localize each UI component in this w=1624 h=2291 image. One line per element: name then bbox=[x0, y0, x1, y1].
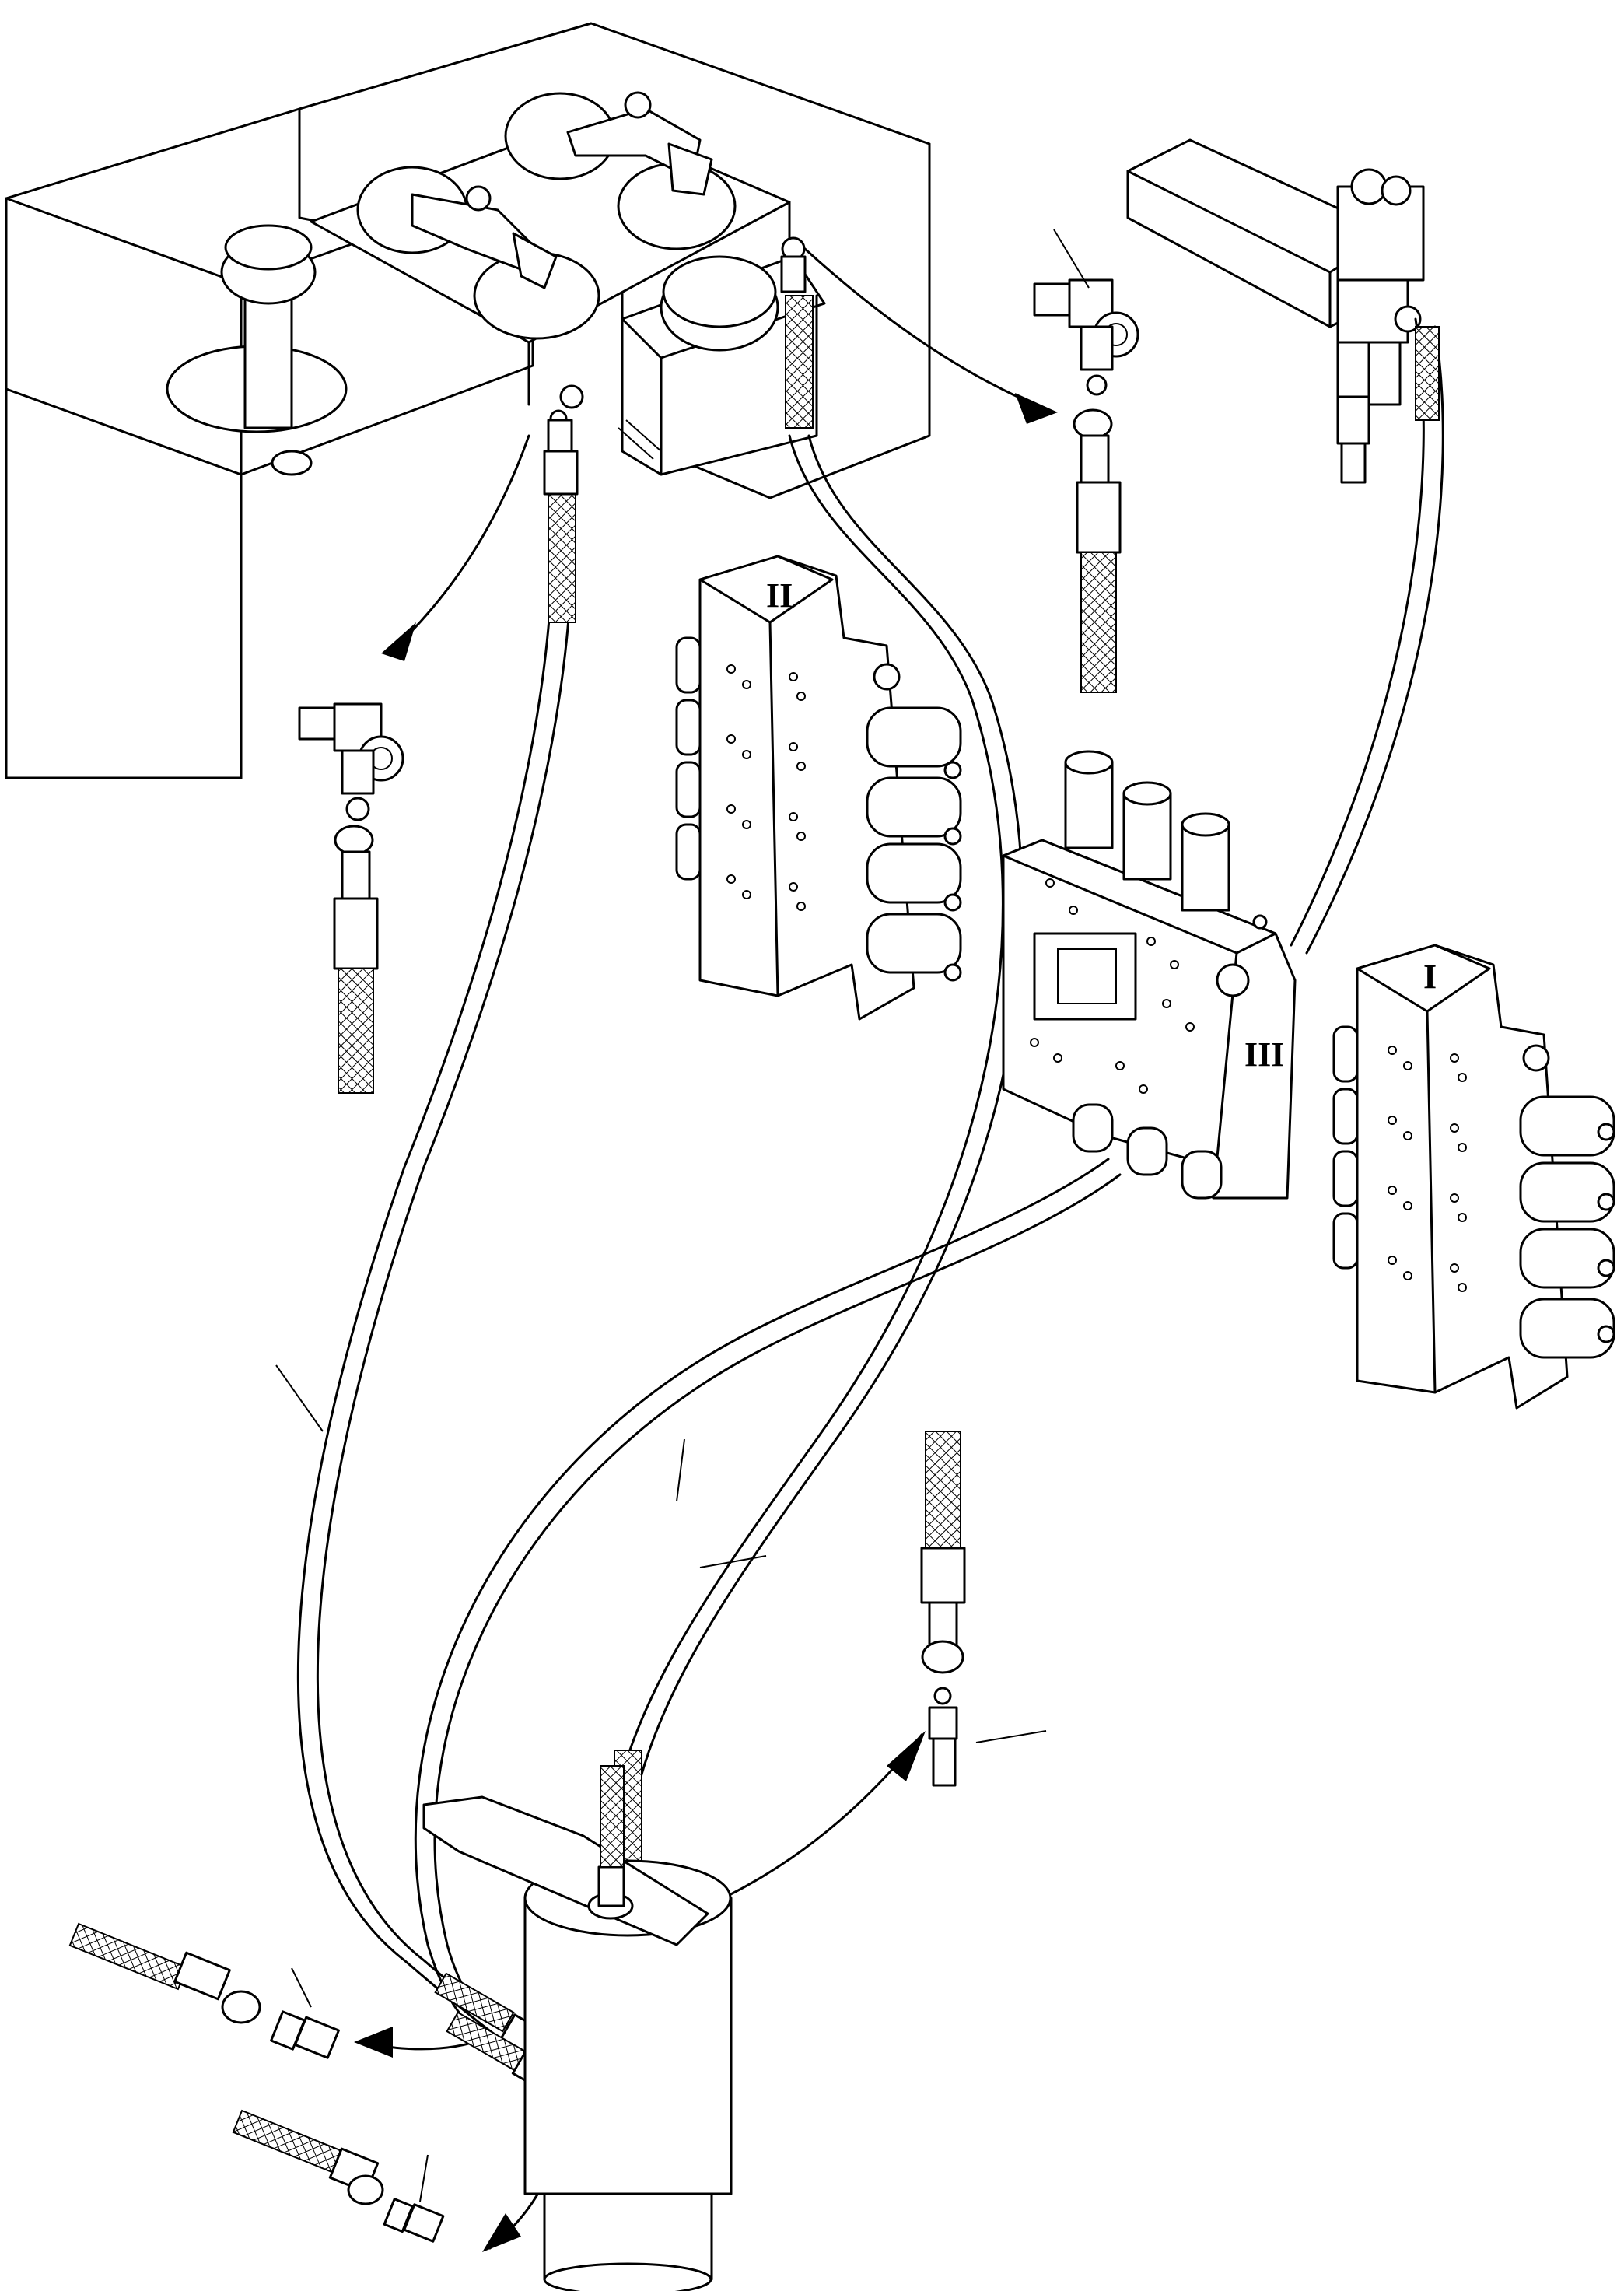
leader-lines bbox=[275, 419, 1047, 1743]
elbow-fitting-detail-right bbox=[1033, 229, 1139, 693]
spool-caps-1 bbox=[1332, 1025, 1615, 1359]
solenoid-valve-unit bbox=[1126, 138, 1425, 484]
valve-label-3: III bbox=[1244, 1035, 1284, 1074]
control-valve-block-1: I bbox=[1332, 944, 1615, 1410]
valve-2-ports bbox=[726, 663, 901, 911]
spool-caps-3 bbox=[1064, 750, 1230, 912]
valve-label-2: II bbox=[766, 576, 793, 615]
filler-cap bbox=[660, 255, 779, 352]
control-valve-block-2: II bbox=[675, 555, 962, 1021]
straight-adapter-detail bbox=[920, 1431, 966, 1787]
valve-3-ports bbox=[1030, 878, 1195, 1094]
hose-end-detail-lower bbox=[232, 2109, 445, 2243]
tank-port-fitting-left bbox=[547, 384, 584, 453]
spool-caps-2 bbox=[675, 636, 962, 982]
valve-1-ports bbox=[1388, 1044, 1550, 1292]
valve-label-1: I bbox=[1423, 958, 1437, 996]
pedal-assembly-right bbox=[504, 91, 737, 250]
hose-end-detail-upper bbox=[68, 1922, 340, 2059]
control-lever-knob bbox=[166, 224, 348, 476]
pedal-assembly-left bbox=[356, 166, 600, 340]
accumulator-canister bbox=[422, 1765, 733, 2291]
control-valve-block-3: III bbox=[1002, 750, 1297, 1200]
tank-port-fitting-right bbox=[780, 236, 807, 293]
elbow-fitting-detail-left bbox=[298, 702, 404, 1094]
